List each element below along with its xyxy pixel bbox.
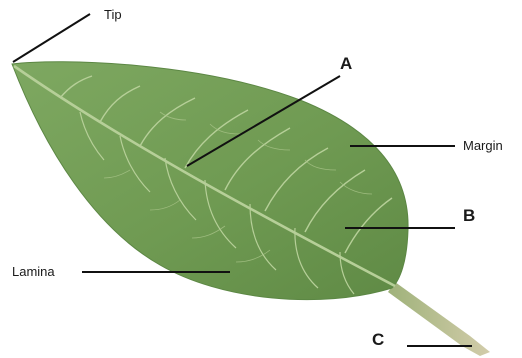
label-margin: Margin bbox=[463, 139, 503, 152]
petiole bbox=[388, 282, 490, 356]
label-lamina: Lamina bbox=[12, 265, 55, 278]
label-c: C bbox=[372, 331, 384, 348]
label-a: A bbox=[340, 55, 352, 72]
leader-tip bbox=[13, 14, 90, 62]
label-tip: Tip bbox=[104, 8, 122, 21]
label-b: B bbox=[463, 207, 475, 224]
